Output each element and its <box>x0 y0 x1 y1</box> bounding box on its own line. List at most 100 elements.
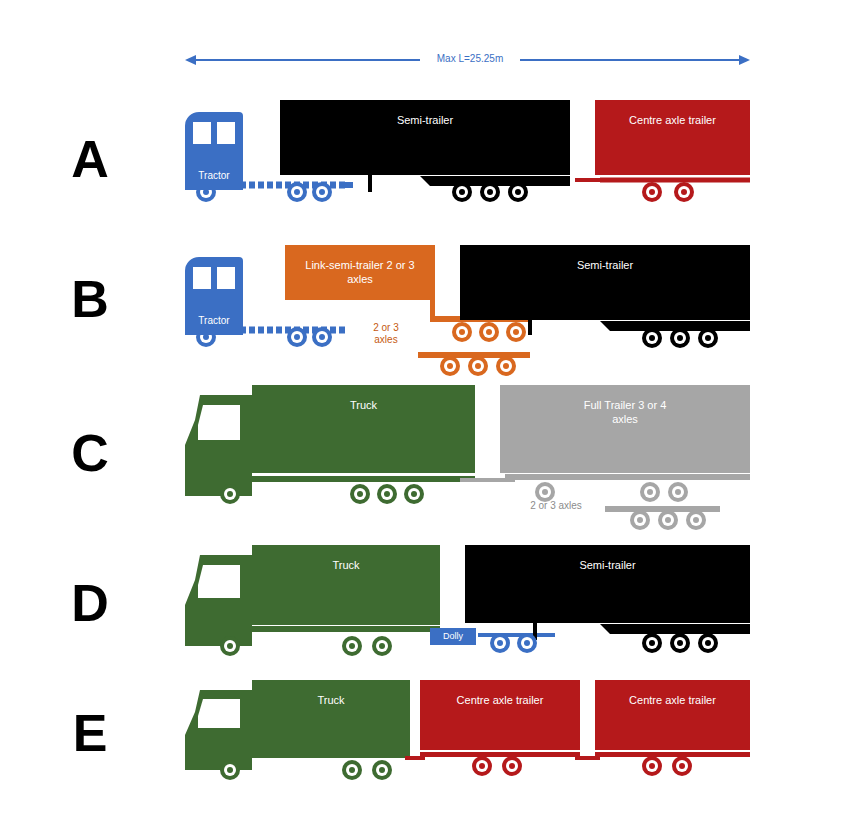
vehicle-body: Semi-trailer <box>280 100 570 175</box>
vehicle-label: Centre axle trailer <box>629 114 716 128</box>
wheel <box>677 640 683 646</box>
vehicle-label: Truck <box>332 559 359 573</box>
vehicle-body: Centre axle trailer <box>595 100 750 175</box>
wheel <box>679 763 685 769</box>
wheel <box>500 360 512 372</box>
wheel <box>539 486 551 498</box>
wheel <box>452 182 472 202</box>
wheel <box>224 488 236 500</box>
wheel <box>490 633 510 653</box>
wheel <box>220 760 240 780</box>
wheel <box>294 334 300 340</box>
wheel <box>459 189 465 195</box>
wheel <box>486 329 492 335</box>
wheel <box>649 640 655 646</box>
wheel <box>642 756 662 776</box>
wheel <box>479 763 485 769</box>
wheel <box>224 640 236 652</box>
wheel <box>640 482 660 502</box>
wheel <box>644 486 656 498</box>
vehicle-label: Truck <box>317 694 344 708</box>
wheel <box>377 484 397 504</box>
wheel <box>672 756 692 776</box>
wheel <box>496 356 516 376</box>
wheel <box>517 633 537 653</box>
wheel <box>630 510 650 530</box>
wheel <box>690 514 702 526</box>
wheel <box>702 332 714 344</box>
wheel <box>503 363 509 369</box>
wheel <box>452 322 472 342</box>
wheel <box>698 633 718 653</box>
wheel <box>342 760 362 780</box>
wheel <box>642 633 662 653</box>
wheel <box>294 189 300 195</box>
dimension-label: Max L=25.25m <box>420 52 520 66</box>
wheel <box>524 640 530 646</box>
wheel <box>677 335 683 341</box>
wheel <box>506 760 518 772</box>
vehicle-label: Link-semi-trailer 2 or 3 axles <box>305 259 415 287</box>
wheel <box>705 640 711 646</box>
vehicle-body: Truck <box>252 385 475 473</box>
wheel <box>535 482 555 502</box>
row-letter: E <box>55 702 125 764</box>
wheel <box>459 329 465 335</box>
wheel <box>693 517 699 523</box>
wheel <box>411 491 417 497</box>
wheel <box>379 767 385 773</box>
wheel <box>515 189 521 195</box>
vehicle-label: Centre axle trailer <box>629 694 716 708</box>
wheel <box>291 186 303 198</box>
axle-note: 2 or 3 axles <box>530 500 582 512</box>
wheel <box>634 514 646 526</box>
wheel <box>509 763 515 769</box>
wheel <box>646 332 658 344</box>
wheel <box>381 488 393 500</box>
vehicle-label: Truck <box>350 399 377 413</box>
wheel <box>287 182 307 202</box>
wheel <box>676 760 688 772</box>
wheel <box>646 637 658 649</box>
wheel <box>224 764 236 776</box>
vehicle-label: Tractor <box>198 170 229 183</box>
vehicle-body: Centre axle trailer <box>595 680 750 750</box>
tractor-cab: Tractor <box>185 112 243 190</box>
wheel <box>384 491 390 497</box>
wheel <box>662 514 674 526</box>
wheel <box>646 760 658 772</box>
wheel <box>674 182 694 202</box>
wheel <box>674 332 686 344</box>
cab-window <box>193 122 211 144</box>
wheel <box>647 489 653 495</box>
vehicle-label: Semi-trailer <box>579 559 635 573</box>
wheel <box>642 328 662 348</box>
cab-window <box>193 267 211 289</box>
wheel <box>376 764 388 776</box>
cab-window <box>217 122 235 144</box>
wheel <box>379 643 385 649</box>
vehicle-body: Full Trailer 3 or 4 axles <box>500 385 750 473</box>
vehicle-label: Full Trailer 3 or 4 axles <box>575 399 675 427</box>
vehicle-body: Semi-trailer <box>465 545 750 623</box>
wheel <box>316 186 328 198</box>
wheel <box>440 356 460 376</box>
wheel <box>227 491 233 497</box>
wheel <box>291 331 303 343</box>
wheel <box>506 322 526 342</box>
wheel <box>512 186 524 198</box>
wheel <box>342 636 362 656</box>
cab-window <box>217 267 235 289</box>
wheel <box>670 328 690 348</box>
wheel <box>227 643 233 649</box>
wheel <box>649 335 655 341</box>
wheel <box>444 360 456 372</box>
row-letter: B <box>55 268 125 330</box>
vehicle-label: Semi-trailer <box>397 114 453 128</box>
wheel <box>675 489 681 495</box>
wheel <box>494 637 506 649</box>
wheel <box>665 517 671 523</box>
wheel <box>472 360 484 372</box>
wheel <box>502 756 522 776</box>
vehicle-body: Truck <box>252 680 410 752</box>
